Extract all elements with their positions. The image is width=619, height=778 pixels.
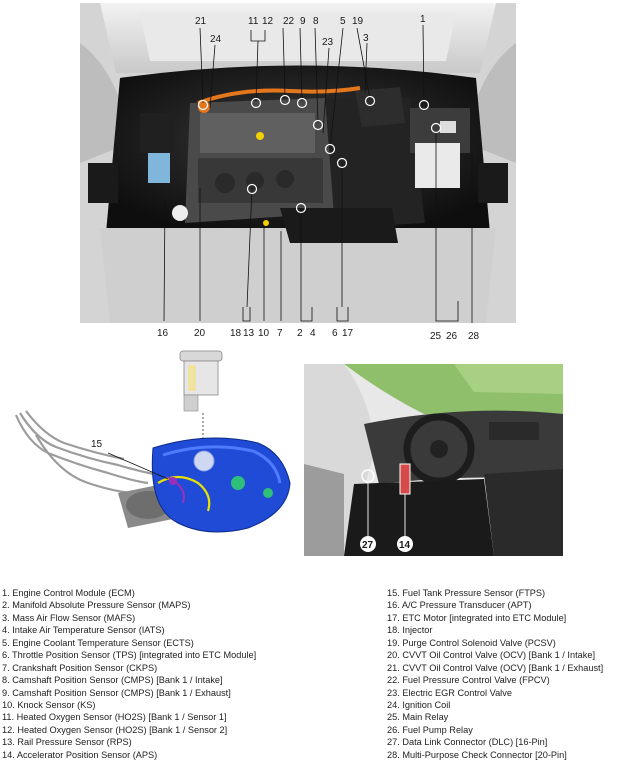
legend-item: 20. CVVT Oil Control Valve (OCV) [Bank 1…	[387, 650, 595, 661]
engine-callout-25: 25	[430, 331, 442, 340]
legend-item: 3. Mass Air Flow Sensor (MAFS)	[2, 612, 136, 623]
legend-item: 14. Accelerator Position Sensor (APS)	[2, 749, 158, 760]
engine-callout-lines	[163, 24, 473, 323]
legend-item: 24. Ignition Coil	[387, 699, 451, 710]
interior-callout-27: 27	[362, 540, 374, 551]
fuel-tank-illustration	[8, 343, 298, 548]
engine-callout-12: 12	[262, 16, 274, 27]
legend-right-column: 15. Fuel Tank Pressure Sensor (FTPS) 16.…	[387, 587, 603, 761]
engine-callout-9: 9	[300, 16, 306, 27]
engine-callout-19: 19	[352, 16, 364, 27]
fuel-tank-callouts: 15	[91, 439, 103, 450]
engine-callout-1: 1	[420, 14, 426, 25]
engine-callout-16: 16	[157, 328, 169, 339]
legend-item: 6. Throttle Position Sensor (TPS) [integ…	[2, 650, 257, 661]
legend-item: 12. Heated Oxygen Sensor (HO2S) [Bank 1 …	[2, 724, 228, 735]
engine-callout-17: 17	[342, 328, 354, 339]
interior-callouts: 27 14	[362, 540, 411, 551]
legend-item: 7. Crankshaft Position Sensor (CKPS)	[2, 662, 158, 673]
engine-callout-13: 13	[243, 328, 255, 339]
legend-item: 19. Purge Control Solenoid Valve (PCSV)	[387, 637, 556, 648]
dlc-callout-badge	[360, 536, 376, 552]
engine-callout-circles	[197, 94, 442, 214]
ftps-leader-line	[107, 452, 169, 480]
engine-callout-28: 28	[468, 331, 480, 340]
legend-item: 28. Multi-Purpose Check Connector [20-Pi…	[387, 749, 567, 760]
legend-item: 2. Manifold Absolute Pressure Sensor (MA…	[2, 600, 191, 611]
legend-item: 8. Camshaft Position Sensor (CMPS) [Bank…	[2, 675, 223, 686]
engine-callout-7: 7	[277, 328, 283, 339]
legend-item: 4. Intake Air Temperature Sensor (IATS)	[2, 625, 165, 636]
engine-callout-18: 18	[230, 328, 242, 339]
engine-callout-2: 2	[297, 328, 303, 339]
legend-item: 15. Fuel Tank Pressure Sensor (FTPS)	[387, 588, 546, 598]
legend-item: 27. Data Link Connector (DLC) [16-Pin]	[387, 737, 548, 748]
legend-item: 10. Knock Sensor (KS)	[2, 699, 96, 710]
fuel-tank-callout-15: 15	[91, 439, 103, 450]
interior-callout-lines	[367, 482, 406, 536]
engine-callout-24: 24	[210, 34, 222, 45]
legend-item: 5. Engine Coolant Temperature Sensor (EC…	[2, 637, 194, 648]
interior-callout-14: 14	[399, 540, 411, 551]
engine-callout-6: 6	[332, 328, 338, 339]
engine-callout-23: 23	[322, 37, 334, 48]
interior-photo	[304, 364, 563, 556]
legend-item: 11. Heated Oxygen Sensor (HO2S) [Bank 1 …	[2, 712, 227, 723]
engine-bay-photo	[80, 3, 516, 323]
engine-callout-21: 21	[195, 16, 207, 27]
legend-left-column: 1. Engine Control Module (ECM) 2. Manifo…	[2, 587, 256, 761]
engine-callout-8: 8	[313, 16, 319, 27]
engine-callout-4: 4	[310, 328, 316, 339]
engine-callout-20: 20	[194, 328, 206, 339]
legend-item: 1. Engine Control Module (ECM)	[2, 588, 135, 598]
legend-item: 23. Electric EGR Control Valve	[387, 687, 512, 698]
engine-callout-22: 22	[283, 16, 295, 27]
engine-callout-5: 5	[340, 16, 346, 27]
engine-callout-3: 3	[363, 33, 369, 44]
legend-item: 9. Camshaft Position Sensor (CMPS) [Bank…	[2, 687, 231, 698]
engine-callout-labels: 21 11 12 22 9 8 5 19 1 24 23 3 16 20 18 …	[157, 14, 480, 340]
engine-bay-illustration	[80, 3, 516, 323]
legend-item: 13. Rail Pressure Sensor (RPS)	[2, 737, 132, 748]
legend-item: 21. CVVT Oil Control Valve (OCV) [Bank 1…	[387, 662, 604, 673]
legend-item: 25. Main Relay	[387, 712, 449, 723]
legend-item: 16. A/C Pressure Transducer (APT)	[387, 600, 532, 611]
legend-item: 22. Fuel Pressure Control Valve (FPCV)	[387, 675, 550, 686]
legend-item: 17. ETC Motor [integrated into ETC Modul…	[387, 612, 567, 623]
engine-callout-26: 26	[446, 331, 458, 340]
legend-item: 18. Injector	[387, 625, 433, 636]
engine-callout-10: 10	[258, 328, 270, 339]
legend-item: 26. Fuel Pump Relay	[387, 724, 473, 735]
aps-callout-badge	[397, 536, 413, 552]
engine-callout-11: 11	[248, 16, 259, 27]
